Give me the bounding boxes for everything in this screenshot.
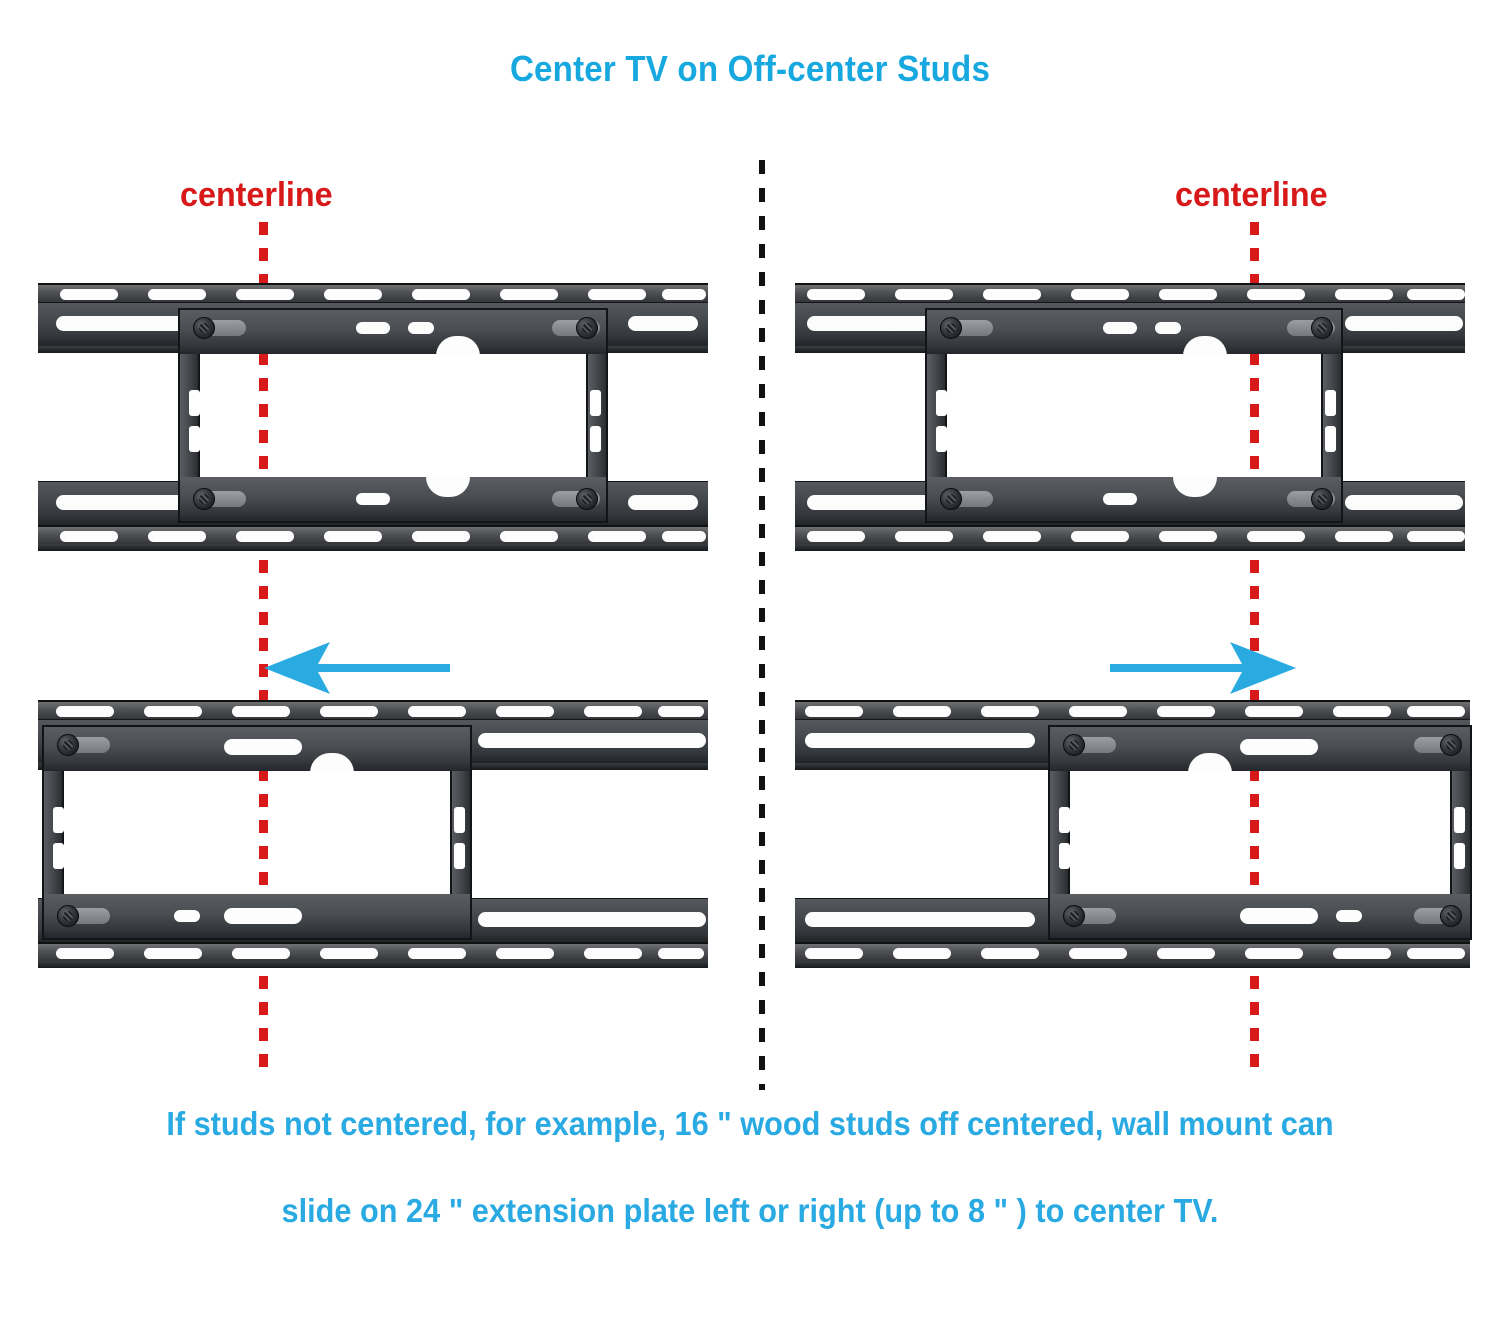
centerline-label-right: centerline <box>1175 176 1328 214</box>
bolt-icon <box>1311 488 1333 510</box>
bolt-icon <box>1440 905 1462 927</box>
rail-lip <box>795 544 1465 551</box>
rail-flange-top <box>38 700 708 722</box>
centerline-label-left: centerline <box>180 176 333 214</box>
tv-mount-bracket[interactable] <box>42 725 472 940</box>
bolt-icon <box>1063 734 1085 756</box>
bolt-icon <box>940 317 962 339</box>
bolt-icon <box>57 905 79 927</box>
bolt-icon <box>193 488 215 510</box>
slide-left-arrow <box>264 642 450 694</box>
page-title: Center TV on Off-center Studs <box>509 48 991 89</box>
tv-mount-bracket[interactable] <box>1048 725 1472 940</box>
bolt-icon <box>940 488 962 510</box>
tv-mount-bracket[interactable] <box>925 308 1343 523</box>
rail-flange-top <box>38 283 708 305</box>
centerline-left <box>259 222 268 1072</box>
bolt-icon <box>1311 317 1333 339</box>
caption-line-2: slide on 24 " extension plate left or ri… <box>281 1192 1219 1229</box>
caption-line-1: If studs not centered, for example, 16 "… <box>166 1105 1334 1142</box>
bolt-icon <box>1063 905 1085 927</box>
panel-divider <box>759 160 765 1090</box>
rail-flange-top <box>795 700 1470 722</box>
bolt-icon <box>1440 734 1462 756</box>
rail-lip <box>38 961 708 968</box>
bolt-icon <box>57 734 79 756</box>
rail-lip <box>38 544 708 551</box>
centerline-right <box>1250 222 1259 1072</box>
slide-right-arrow <box>1110 642 1296 694</box>
bolt-icon <box>576 488 598 510</box>
rail-flange-bottom <box>38 525 708 547</box>
tv-mount-bracket[interactable] <box>178 308 608 523</box>
rail-flange-bottom <box>795 525 1465 547</box>
bolt-icon <box>576 317 598 339</box>
bolt-icon <box>193 317 215 339</box>
rail-lip <box>795 961 1470 968</box>
rail-flange-top <box>795 283 1465 305</box>
